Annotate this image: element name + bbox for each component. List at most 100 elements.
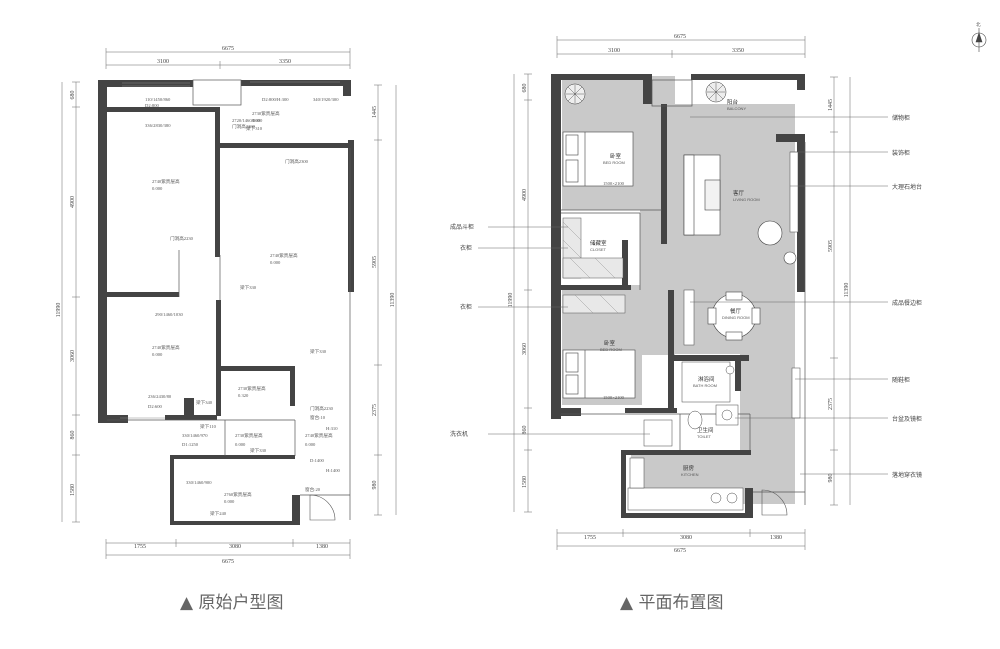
left-dim-left-b: 4900 (70, 196, 76, 208)
level-elev-5: 2730紫贵层高 (235, 432, 263, 439)
bed-1 (562, 131, 634, 187)
left-note-27: 2720/1460/860 (232, 118, 261, 123)
right-dim-bottom-b: 3080 (680, 535, 692, 541)
left-dim-top-total: 6675 (222, 46, 234, 52)
wardrobe-hatch (562, 221, 619, 314)
room-toilet: 卫生间 (697, 426, 714, 434)
left-note-17: D1:1250 (182, 442, 199, 447)
right-dim-top-total: 6675 (674, 34, 686, 40)
room-balcony: 阳台 (727, 98, 739, 106)
room-living: 客厅 (733, 189, 745, 197)
sideboard (683, 289, 695, 346)
left-dims-top (105, 48, 351, 69)
left-note-18: 梁下330 (250, 447, 267, 454)
left-note-21: H:310 (326, 426, 338, 431)
left-note-9: 梁下330 (240, 284, 257, 291)
left-note-26: 梁下240 (210, 510, 227, 517)
room-bedroom2-en: BED ROOM (600, 347, 622, 352)
left-note-19: 门洞高2230 (310, 405, 334, 412)
label-sideboard: 成品餐边柜 (892, 299, 922, 307)
right-dim-top-left: 3100 (608, 48, 620, 54)
left-note-22: H:1400 (326, 468, 340, 473)
room-kitchen-en: KITCHEN (681, 472, 699, 477)
right-entry-door (761, 489, 788, 516)
right-dim-right-c: 2375 (828, 398, 834, 410)
left-dim-right-total: 11390 (390, 293, 396, 308)
label-cabinet: 成品斗柜 (450, 223, 474, 231)
right-dim-left-c: 3060 (522, 343, 528, 355)
left-dim-bottom-c: 1380 (316, 544, 328, 550)
room-living-en: LIVING ROOM (733, 197, 760, 202)
right-walls (551, 74, 805, 518)
original-floor-plan: 6675 3100 3350 11990 680 4900 3060 860 1… (56, 46, 397, 613)
kitchen-counter (627, 457, 744, 511)
right-plan-caption: ▲ 平面布置图 (620, 593, 723, 613)
left-note-2: D2:800 (145, 103, 159, 108)
right-dim-left-b: 4900 (522, 189, 528, 201)
armchair (757, 220, 797, 265)
right-leaders (690, 116, 888, 475)
right-dim-left-a: 680 (522, 84, 528, 93)
right-dims-bottom (556, 529, 806, 550)
label-storage: 储物柜 (892, 114, 910, 122)
room-balcony-en: BALCONY (727, 106, 746, 111)
left-note-16: 330/1460/970 (182, 433, 208, 438)
level-elev-0: 2730紫贵层高 (252, 110, 280, 117)
dining-table (707, 291, 761, 341)
label-wardrobe-1: 衣柜 (460, 244, 472, 252)
coffee-table (704, 179, 721, 211)
level-elev-1: 2740紫贵层高 (152, 178, 180, 185)
left-thin-walls (107, 79, 351, 520)
label-basin: 台盆及镜柜 (892, 415, 922, 423)
left-note-28: 门洞高2200 (232, 123, 256, 130)
left-leaders (478, 226, 650, 435)
furnished-floor-plan: 6675 3100 3350 11990 680 4900 3060 860 1… (450, 34, 922, 613)
left-dim-right-b: 5905 (372, 256, 378, 268)
room-toilet-en: TOILET (697, 434, 711, 439)
level-val-2: 0.000 (270, 260, 281, 265)
label-decor-cabinet: 装饰柜 (892, 149, 910, 157)
room-bedroom1: 卧室 (610, 152, 622, 160)
left-dim-bottom-b: 3080 (229, 544, 241, 550)
level-val-6: 0.000 (305, 442, 316, 447)
left-dims-left (61, 81, 80, 523)
label-wardrobe-2: 衣柜 (460, 303, 472, 311)
left-level-markers: 2740紫贵层高 0.000 2740紫贵层高 0.000 2740紫贵层高 0… (152, 110, 333, 504)
left-note-12: 236/2430/80 (148, 394, 172, 399)
right-dims-left (513, 73, 532, 513)
left-dim-left-e: 1580 (70, 484, 76, 496)
left-note-25: 窗台:20 (305, 486, 321, 493)
left-dims-right (374, 84, 397, 516)
left-dims-bottom (105, 539, 351, 559)
right-dim-right-d: 980 (828, 474, 834, 483)
label-mirror: 落地穿衣镜 (892, 471, 922, 479)
right-dim-bottom-total: 6675 (674, 548, 686, 554)
level-val-7: 0.000 (224, 499, 235, 504)
north-arrow-icon (971, 28, 987, 52)
room-bedroom2-size: 1500×2100 (603, 395, 625, 400)
left-note-8: 门洞高2230 (170, 235, 194, 242)
right-dim-top-right: 3350 (732, 48, 744, 54)
level-elev-7: 2760紫贵层高 (224, 491, 252, 498)
room-dining: 餐厅 (730, 307, 742, 315)
right-dim-left-e: 1580 (522, 476, 528, 488)
left-note-11: 290/1460/1030 (155, 312, 184, 317)
left-note-24: 330/1460/900 (186, 480, 212, 485)
left-walls (98, 80, 354, 525)
left-dim-top-left: 3100 (157, 59, 169, 65)
level-val-0: 0.000 (252, 118, 263, 123)
room-closet: 储藏室 (590, 239, 607, 247)
level-elev-4: 2730紫贵层高 (238, 385, 266, 392)
room-bedroom1-en: BED ROOM (603, 160, 625, 165)
tv-cabinet (789, 151, 799, 233)
room-bath: 淋浴间 (698, 375, 715, 383)
right-dim-bottom-a: 1755 (584, 535, 596, 541)
left-note-23: D:1400 (310, 458, 324, 463)
wardrobes (562, 217, 626, 314)
room-kitchen: 厨房 (683, 464, 695, 472)
left-note-3: D2:800/H:300 (262, 97, 289, 102)
level-elev-2: 2740紫贵层高 (270, 252, 298, 259)
left-dim-right-c: 2375 (372, 404, 378, 416)
room-dining-en: DINING ROOM (722, 315, 750, 320)
level-val-3: 0.000 (152, 352, 163, 357)
